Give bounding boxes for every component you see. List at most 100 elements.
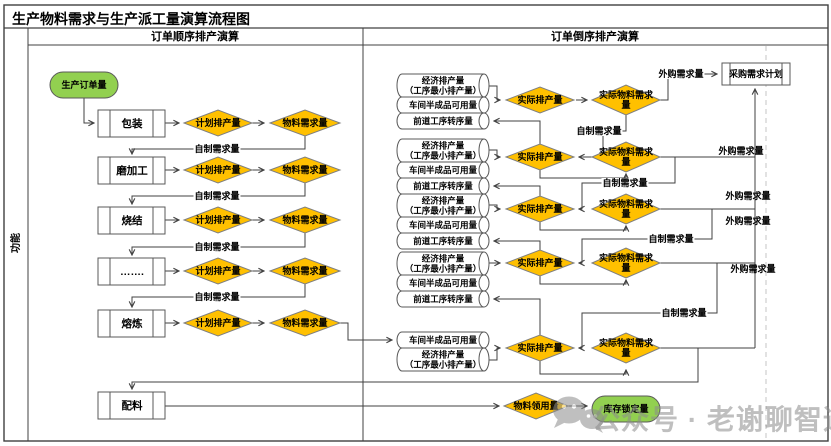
- self-made-qty-label: 自制需求量: [193, 191, 241, 201]
- lane-header-right: 订单倒序排产演算: [551, 31, 639, 43]
- actual-material-label: 实际物料需求量: [598, 199, 653, 219]
- economic-qty-label: 经济排产量（工序最小排产量）: [398, 253, 488, 274]
- material-qty-label: 物料需求量: [282, 215, 328, 225]
- self-made-qty-label: 自制需求量: [647, 234, 695, 244]
- process-box-ellipsis: [97, 257, 166, 286]
- economic-line1: 经济排产量: [421, 195, 465, 206]
- economic-qty-label: 经济排产量（工序最小排产量）: [398, 195, 488, 216]
- prev-transfer-label: 前道工序转序量: [413, 236, 473, 246]
- actual-material-label: 实际物料需求量: [598, 147, 653, 167]
- planned-qty-label: 计划排产量: [195, 215, 241, 225]
- actual-material-diamond: [590, 332, 662, 364]
- material-qty-diamond: [268, 156, 342, 184]
- outsourced-qty-label: 外购需求量: [725, 191, 771, 201]
- material-qty-label: 物料需求量: [282, 165, 328, 175]
- cylinder-rim: [478, 193, 485, 218]
- connector: [579, 209, 713, 263]
- actual-sched-label: 实际排产量: [517, 258, 563, 268]
- connector: [494, 299, 541, 335]
- planned-qty-diamond: [182, 206, 254, 234]
- process-label-batching: 配料: [121, 400, 143, 412]
- data-cylinders: [396, 73, 490, 372]
- requisition-label: 物料领用量: [513, 401, 559, 411]
- material-qty-diamond: [268, 257, 342, 285]
- planned-qty-label: 计划排产量: [195, 266, 241, 276]
- material-qty-label: 物料需求量: [282, 266, 328, 276]
- connector: [579, 263, 718, 348]
- self-made-qty-label: 自制需求量: [193, 144, 241, 154]
- connector: [494, 241, 541, 250]
- purchase-plan-rect: [721, 62, 791, 86]
- outsourced-qty-label: 外购需求量: [730, 264, 776, 274]
- actual-material-diamond: [590, 141, 662, 173]
- cylinder-rim: [478, 112, 485, 130]
- cylinder-rim: [478, 251, 485, 276]
- economic-qty-label: 经济排产量（工序最小排产量）: [398, 140, 488, 161]
- actual-sched-label: 实际排产量: [517, 152, 563, 162]
- actual-material-diamond: [590, 193, 662, 225]
- actual-material-label: 实际物料需求量: [598, 338, 653, 358]
- prev-transfer-label: 前道工序转序量: [413, 181, 473, 191]
- economic-line1: 经济排产量: [421, 253, 465, 264]
- planned-qty-diamond: [182, 109, 254, 137]
- material-qty-label: 物料需求量: [282, 118, 328, 128]
- actual-sched-label: 实际排产量: [517, 204, 563, 214]
- economic-line1: 经济排产量: [421, 349, 465, 360]
- connector: [132, 348, 699, 389]
- start-label: 生产订单量: [61, 80, 107, 90]
- cylinder-rim: [478, 347, 485, 372]
- actual-material-label: 实际物料需求量: [598, 90, 653, 110]
- process-box-batching: [97, 391, 166, 420]
- connector: [340, 322, 392, 340]
- economic-line2: （工序最小排产量）: [404, 150, 482, 160]
- material-qty-label: 物料需求量: [282, 318, 328, 328]
- left-diamonds: [182, 109, 570, 420]
- planned-qty-label: 计划排产量: [195, 165, 241, 175]
- economic-qty-label: 经济排产量（工序最小排产量）: [398, 76, 488, 96]
- economic-line2: （工序最小排产量）: [404, 359, 482, 369]
- actual-sched-label: 实际排产量: [517, 343, 563, 353]
- page-title: 生产物料需求与生产派工量演算流程图: [12, 11, 250, 27]
- actual-sched-diamond: [504, 143, 576, 171]
- connector: [489, 149, 500, 157]
- cylinder-rim: [478, 73, 485, 98]
- function-lane-label: 功能: [11, 233, 22, 253]
- process-box-sintering: [97, 206, 166, 235]
- cylinder-rim: [478, 232, 485, 250]
- purchase-plan-box: [721, 62, 791, 86]
- actual-material-label: 实际物料需求量: [598, 253, 653, 273]
- planned-qty-label: 计划排产量: [195, 318, 241, 328]
- connector: [494, 121, 541, 144]
- outsourced-qty-label: 外购需求量: [718, 146, 764, 156]
- economic-line1: 经济排产量: [421, 140, 465, 151]
- outsourced-qty-label: 外购需求量: [725, 216, 771, 226]
- cylinder-rim: [478, 138, 485, 163]
- self-made-qty-label: 自制需求量: [601, 178, 649, 188]
- self-made-qty-label: 自制需求量: [193, 242, 241, 252]
- purchase-plan-label: 采购需求计划: [728, 69, 784, 79]
- economic-line2: （工序最小排产量）: [404, 263, 482, 273]
- outer-border: [3, 4, 829, 442]
- economic-line2: （工序最小排产量）: [404, 205, 482, 215]
- economic-qty-label: 经济排产量（工序最小排产量）: [398, 349, 488, 370]
- planned-qty-label: 计划排产量: [195, 118, 241, 128]
- wip-available-label: 车间半成品可用量: [408, 100, 478, 110]
- process-label-ellipsis: …….: [120, 266, 144, 278]
- process-box-grinding: [97, 156, 166, 185]
- economic-line2: （工序最小排产量）: [404, 85, 482, 95]
- wip-available-label: 车间半成品可用量: [408, 165, 478, 175]
- connector: [494, 186, 541, 196]
- prev-transfer-label: 前道工序转序量: [413, 116, 473, 126]
- process-label-sintering: 烧结: [121, 215, 143, 227]
- start-terminator: [49, 71, 119, 99]
- process-label-grinding: 磨加工: [116, 165, 148, 177]
- process-label-packaging: 包装: [121, 118, 143, 130]
- planned-qty-diamond: [182, 257, 254, 285]
- connector: [539, 361, 626, 374]
- wechat-icon: [553, 396, 604, 433]
- process-box-smelting: [97, 309, 166, 338]
- connector: [489, 348, 500, 361]
- right-diamonds: [504, 84, 662, 364]
